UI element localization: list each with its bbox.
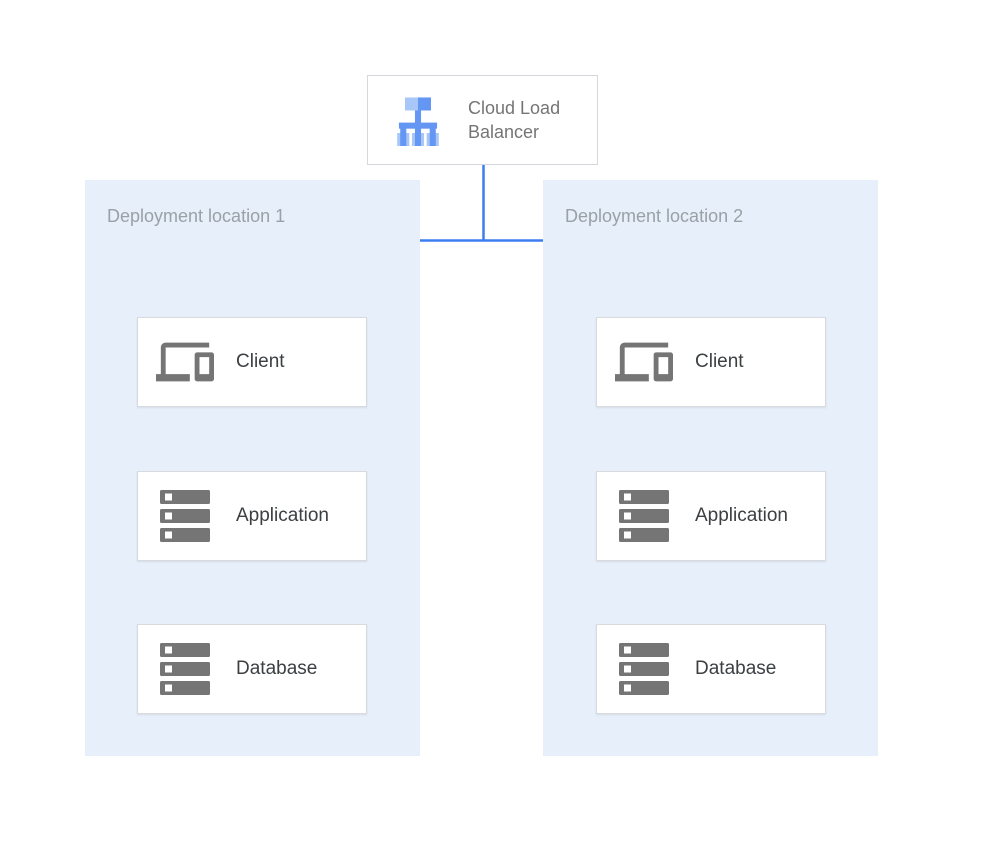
server-stack-icon (156, 643, 214, 695)
deployment-location-2-panel: Deployment location 2 Client A (543, 180, 878, 756)
node-label: Application (695, 505, 788, 526)
devices-icon (615, 340, 673, 384)
node-application[interactable]: Application (137, 471, 367, 561)
server-stack-icon (615, 643, 673, 695)
server-stack-icon (156, 490, 214, 542)
node-label: Application (236, 505, 329, 526)
node-database[interactable]: Database (137, 624, 367, 714)
node-cloud-load-balancer[interactable]: Cloud Load Balancer (367, 75, 598, 165)
node-label: Cloud Load Balancer (468, 98, 561, 142)
panel-label: Deployment location 1 (107, 206, 286, 226)
node-label: Database (236, 658, 318, 679)
devices-icon (156, 340, 214, 384)
server-stack-icon (615, 490, 673, 542)
node-application[interactable]: Application (596, 471, 826, 561)
node-client[interactable]: Client (137, 317, 367, 407)
node-label: Client (695, 351, 744, 372)
node-label: Database (695, 658, 777, 679)
deployment-location-1-panel: Deployment location 1 Client A (85, 180, 420, 756)
node-label: Client (236, 351, 285, 372)
node-database[interactable]: Database (596, 624, 826, 714)
panel-label: Deployment location 2 (565, 206, 744, 226)
node-client[interactable]: Client (596, 317, 826, 407)
load-balancer-icon (392, 94, 444, 146)
